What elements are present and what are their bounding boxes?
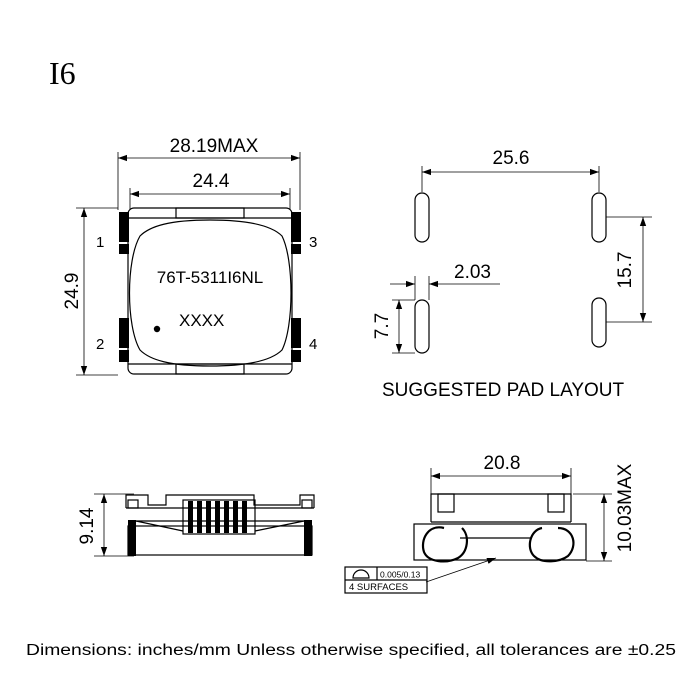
dim-end-width-label: 20.8 bbox=[484, 453, 521, 474]
dim-pad-width-label: 2.03 bbox=[454, 262, 491, 283]
pad-layout-caption: SUGGESTED PAD LAYOUT bbox=[382, 380, 625, 401]
dim-pitch-label: 15.7 bbox=[615, 252, 636, 289]
pin-2-label: 2 bbox=[96, 336, 104, 353]
pad-layout: 25.6 2.03 7.7 15.7 SUGGESTED PAD LAYOUT bbox=[372, 148, 652, 401]
dim-width-label: 24.4 bbox=[193, 171, 230, 192]
end-terminal-left bbox=[421, 526, 468, 563]
side-terminal-right bbox=[304, 520, 312, 556]
dim-height-label: 24.9 bbox=[62, 273, 83, 310]
drawing-title: I6 bbox=[49, 55, 76, 91]
terminal-3 bbox=[291, 212, 301, 242]
side-view: 9.14 bbox=[77, 493, 315, 557]
pad-top-right bbox=[591, 192, 607, 243]
core-outline bbox=[128, 219, 292, 367]
pin-4-label: 4 bbox=[309, 336, 317, 353]
marking-code: XXXX bbox=[179, 311, 224, 330]
inductor-body-outline bbox=[127, 207, 293, 375]
side-terminal-left bbox=[128, 520, 136, 556]
side-winding bbox=[182, 499, 256, 535]
dim-pad-length-label: 7.7 bbox=[372, 313, 393, 339]
end-view: 20.8 10.03MAX 0.005/0.13 4 SURFACES bbox=[344, 453, 636, 594]
top-view: 28.19MAX 24.4 24.9 1 2 3 4 76T-5311I6NL … bbox=[62, 136, 317, 376]
dim-end-height-label: 10.03MAX bbox=[615, 463, 636, 552]
dim-side-height-label: 9.14 bbox=[77, 507, 98, 544]
part-number: 76T-5311I6NL bbox=[157, 268, 263, 287]
dim-span-label: 25.6 bbox=[493, 148, 530, 169]
dim-width-max-label: 28.19MAX bbox=[170, 136, 259, 157]
flatness-value: 0.005/0.13 bbox=[380, 570, 420, 580]
terminal-4 bbox=[291, 318, 301, 348]
terminal-2 bbox=[119, 318, 129, 348]
pin-3-label: 3 bbox=[309, 234, 317, 251]
winding-turns bbox=[188, 501, 247, 533]
pad-bottom-left bbox=[414, 299, 430, 354]
footer-note: Dimensions: inches/mm Unless otherwise s… bbox=[26, 642, 676, 659]
flatness-note: 4 SURFACES bbox=[349, 582, 408, 593]
pad-bottom-right bbox=[591, 297, 607, 348]
pin-1-dot bbox=[153, 325, 161, 333]
end-terminal-right bbox=[528, 526, 575, 563]
end-base bbox=[413, 523, 587, 561]
pin-1-label: 1 bbox=[96, 234, 104, 251]
pad-top-left bbox=[414, 192, 430, 243]
terminal-1 bbox=[119, 212, 129, 242]
flatness-symbol-icon bbox=[352, 569, 370, 579]
